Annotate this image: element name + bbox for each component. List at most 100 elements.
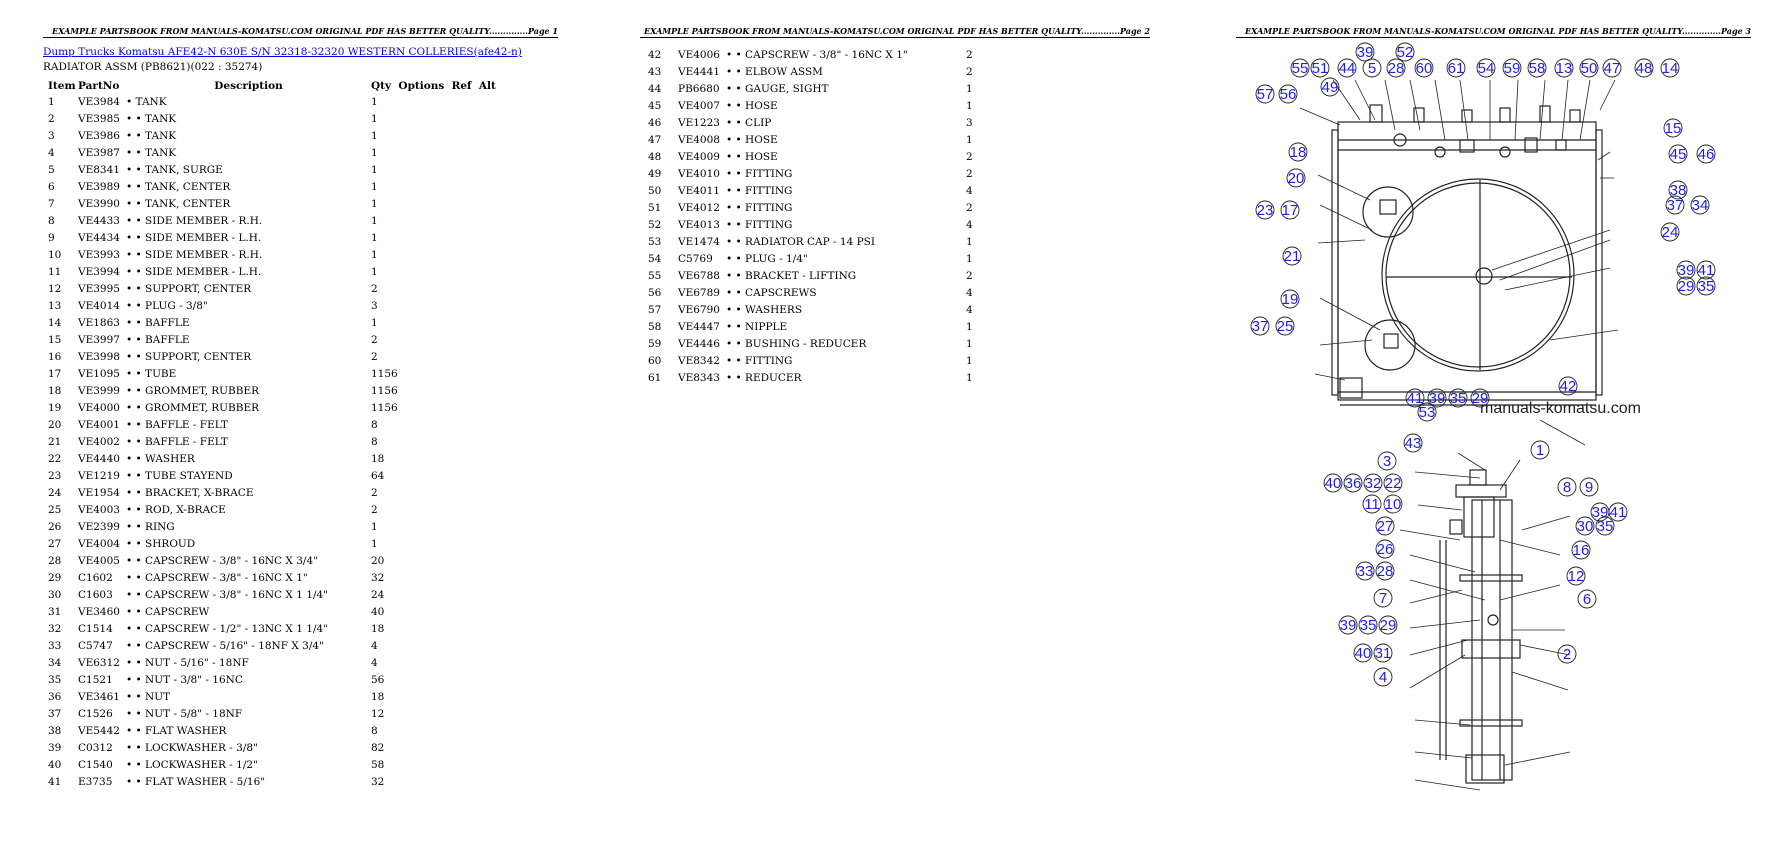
part-number: VE8342 [678,354,720,367]
parts-table: Item PartNo Description Qty Options Ref … [43,78,496,790]
part-number: VE4008 [678,133,720,146]
quantity: 1 [371,316,378,329]
item-number: 29 [48,571,62,584]
part-description: • • SIDE MEMBER - R.H. [126,214,263,227]
callout-side-22: 22 [1383,473,1403,493]
callout-circle [1530,440,1550,460]
part-description: • • PLUG - 1/4" [726,252,808,265]
callout-top-18: 18 [1288,142,1308,162]
callout-circle [1378,615,1398,635]
part-description: • • HOSE [726,133,778,146]
item-number: 31 [48,605,62,618]
item-number: 49 [648,167,662,180]
callout-number: 13 [1556,60,1573,77]
quantity: 1 [966,354,973,367]
callout-circle [1278,84,1298,104]
callout-circle [1557,644,1577,664]
item-number: 40 [48,758,62,771]
document-title-link[interactable]: Dump Trucks Komatsu AFE42-N 630E S/N 323… [43,46,522,58]
callout-number: 20 [1288,170,1305,187]
item-number: 18 [48,384,62,397]
item-number: 43 [648,65,662,78]
callout-circle [1310,58,1330,78]
item-number: 23 [48,469,62,482]
quantity: 1 [371,231,378,244]
quantity: 2 [966,65,973,78]
callout-circle [1290,58,1310,78]
callout-number: 28 [1377,563,1394,580]
part-description: • • ELBOW ASSM [726,65,823,78]
callout-number: 39 [1429,390,1446,407]
part-number: VE4002 [78,435,120,448]
callout-number: 1 [1536,442,1544,459]
callout-circle [1668,180,1688,200]
page-3: EXAMPLE PARTSBOOK FROM MANUALS-KOMATSU.C… [1200,0,1785,842]
callout-circle [1373,667,1393,687]
page-header: EXAMPLE PARTSBOOK FROM MANUALS-KOMATSU.C… [43,26,558,38]
callout-circle [1470,388,1490,408]
callout-top-25: 25 [1275,316,1295,336]
callout-number: 57 [1257,86,1274,103]
callout-number: 27 [1377,518,1394,535]
callout-side-16: 16 [1571,540,1591,560]
callout-circle [1323,473,1343,493]
item-number: 7 [48,197,55,210]
item-number: 38 [48,724,62,737]
quantity: 2 [966,167,973,180]
callout-circle [1282,246,1302,266]
part-number: VE3994 [78,265,120,278]
part-description: • • FLAT WASHER [126,724,227,737]
callout-top-41: 41 [1696,260,1716,280]
callout-top-49: 49 [1320,77,1340,97]
header-ref: Ref [451,79,472,92]
callout-number: 5 [1368,60,1376,77]
quantity: 4 [371,656,378,669]
item-number: 60 [648,354,662,367]
part-description: • • GROMMET, RUBBER [126,384,260,397]
callout-side-43: 43 [1403,433,1423,453]
part-number: C0312 [78,741,113,754]
quantity: 24 [371,588,385,601]
item-number: 56 [648,286,662,299]
callout-circle [1676,276,1696,296]
quantity: 1156 [371,401,398,414]
callout-top-21: 21 [1282,246,1302,266]
callout-side-39: 39 [1427,388,1447,408]
callout-number: 28 [1388,60,1405,77]
callout-top-38: 38 [1668,180,1688,200]
quantity: 1 [371,146,378,159]
part-number: VE1863 [78,316,120,329]
quantity: 18 [371,622,385,635]
callout-top-39: 39 [1355,42,1375,62]
part-number: VE4005 [78,554,120,567]
callout-top-45: 45 [1668,144,1688,164]
item-number: 10 [48,248,62,261]
callout-number: 46 [1698,146,1715,163]
callout-circle [1375,516,1395,536]
callout-top-58: 58 [1527,58,1547,78]
part-description: • • FITTING [726,167,793,180]
callout-number: 36 [1345,475,1362,492]
item-number: 35 [48,673,62,686]
part-description: • • GROMMET, RUBBER [126,401,260,414]
callout-top-48: 48 [1634,58,1654,78]
part-number: VE1095 [78,367,120,380]
page-header: EXAMPLE PARTSBOOK FROM MANUALS-KOMATSU.C… [640,26,1150,38]
part-description: • • RADIATOR CAP - 14 PSI [726,235,875,248]
callout-number: 50 [1581,60,1598,77]
callout-number: 51 [1312,60,1329,77]
callout-circle [1663,118,1683,138]
item-number: 8 [48,214,55,227]
callout-circle [1373,643,1393,663]
